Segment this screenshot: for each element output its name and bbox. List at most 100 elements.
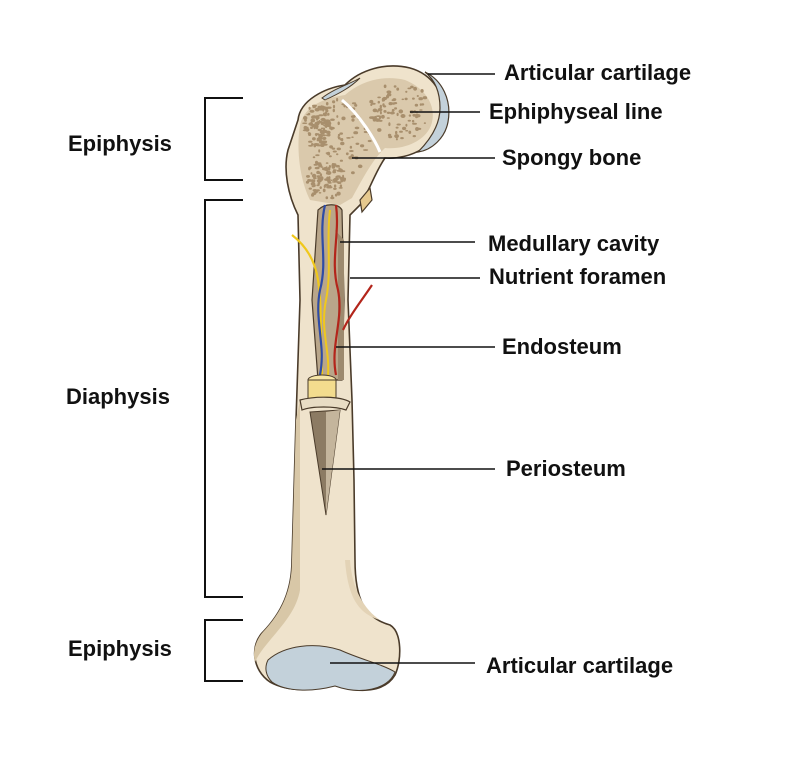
- spongy-speckle: [412, 113, 417, 117]
- spongy-speckle: [386, 94, 389, 99]
- label-periosteum: Periosteum: [506, 456, 626, 481]
- spongy-speckle: [312, 105, 316, 108]
- spongy-speckle: [331, 163, 334, 166]
- spongy-speckle: [377, 128, 382, 132]
- spongy-speckle: [330, 118, 335, 121]
- spongy-speckle: [335, 164, 340, 168]
- spongy-speckle: [401, 114, 404, 116]
- spongy-speckle: [354, 104, 358, 107]
- spongy-speckle: [316, 116, 319, 121]
- spongy-speckle: [322, 138, 326, 141]
- spongy-speckle: [336, 153, 339, 156]
- cartilage-bottom-shape: [265, 645, 396, 691]
- label-spongy-bone: Spongy bone: [502, 145, 642, 170]
- spongy-speckle: [371, 117, 376, 120]
- spongy-speckle: [331, 147, 336, 150]
- spongy-speckle: [320, 118, 323, 121]
- spongy-speckle: [329, 126, 333, 130]
- spongy-speckle: [314, 107, 320, 112]
- spongy-speckle: [342, 174, 345, 179]
- spongy-speckle: [316, 137, 320, 141]
- bracket-diaphysis: [204, 199, 243, 598]
- spongy-speckle: [404, 97, 408, 101]
- spongy-speckle: [412, 135, 416, 138]
- spongy-speckle: [317, 105, 322, 109]
- spongy-speckle: [386, 117, 390, 119]
- spongy-speckle: [383, 110, 387, 113]
- spongy-speckle: [311, 192, 317, 196]
- spongy-speckle: [312, 137, 316, 141]
- spongy-speckle: [340, 141, 345, 146]
- spongy-speckle: [324, 125, 328, 128]
- spongy-speckle: [377, 96, 381, 99]
- spongy-speckle: [320, 140, 324, 143]
- spongy-speckle: [331, 194, 334, 198]
- spongy-speckle: [350, 115, 356, 118]
- spongy-speckle: [338, 168, 343, 172]
- spongy-speckle: [363, 149, 369, 151]
- spongy-speckle: [315, 154, 320, 157]
- bracket-epiphysis-top: [204, 97, 243, 181]
- spongy-speckle: [337, 182, 342, 185]
- spongy-speckle: [337, 136, 341, 140]
- spongy-speckle: [336, 147, 341, 151]
- spongy-speckle: [402, 126, 407, 131]
- spongy-speckle: [349, 145, 353, 149]
- bracket-epiphysis-bottom: [204, 619, 243, 682]
- spongy-speckle: [329, 145, 333, 149]
- spongy-speckle: [342, 177, 347, 181]
- artery-strand: [333, 204, 341, 376]
- spongy-speckle: [332, 169, 337, 172]
- spongy-speckle: [315, 115, 320, 117]
- spongy-speckle: [357, 164, 363, 169]
- spongy-speckle: [327, 113, 330, 116]
- spongy-speckle: [311, 143, 314, 146]
- spongy-speckle: [336, 191, 341, 196]
- spongy-speckle: [311, 185, 315, 188]
- spongy-speckle: [308, 132, 312, 136]
- spongy-speckle: [410, 85, 414, 89]
- spongy-speckle: [314, 133, 320, 136]
- spongy-speckle: [416, 95, 419, 97]
- spongy-speckle: [413, 86, 417, 91]
- bone-shade-right: [345, 560, 380, 620]
- spongy-region-head: [298, 78, 433, 205]
- spongy-speckle: [372, 108, 378, 113]
- spongy-speckle: [351, 136, 354, 138]
- spongy-speckle: [395, 130, 398, 135]
- spongy-speckle: [316, 178, 322, 183]
- spongy-speckle: [338, 187, 343, 189]
- vein-strand: [317, 204, 327, 376]
- spongy-speckle: [383, 105, 387, 108]
- label-medullary-cavity: Medullary cavity: [488, 231, 660, 256]
- spongy-speckle: [307, 112, 311, 116]
- spongy-speckle: [306, 175, 310, 178]
- spongy-speckle: [388, 102, 393, 106]
- spongy-speckle: [319, 186, 322, 190]
- spongy-speckle: [309, 109, 315, 113]
- spongy-speckle: [376, 115, 381, 117]
- spongy-speckle: [305, 127, 310, 132]
- spongy-speckle: [369, 99, 374, 104]
- spongy-speckle: [415, 113, 419, 118]
- spongy-speckle: [396, 112, 399, 117]
- spongy-speckle: [399, 130, 403, 133]
- spongy-speckle: [377, 100, 380, 104]
- spongy-speckle: [323, 124, 326, 127]
- spongy-speckle: [367, 139, 372, 143]
- spongy-speckle: [341, 116, 346, 121]
- spongy-speckle: [303, 116, 308, 120]
- spongy-speckle: [318, 108, 324, 111]
- spongy-speckle: [351, 102, 357, 105]
- spongy-bone-pattern: [302, 84, 428, 200]
- spongy-speckle: [325, 196, 329, 200]
- spongy-speckle: [337, 133, 341, 137]
- label-articular-cartilage-top: Articular cartilage: [504, 60, 692, 85]
- spongy-speckle: [396, 87, 400, 91]
- spongy-speckle: [311, 173, 317, 178]
- spongy-speckle: [325, 162, 329, 164]
- spongy-speckle: [360, 144, 365, 148]
- spongy-speckle: [318, 133, 324, 138]
- spongy-speckle: [321, 130, 325, 133]
- spongy-speckle: [332, 150, 337, 153]
